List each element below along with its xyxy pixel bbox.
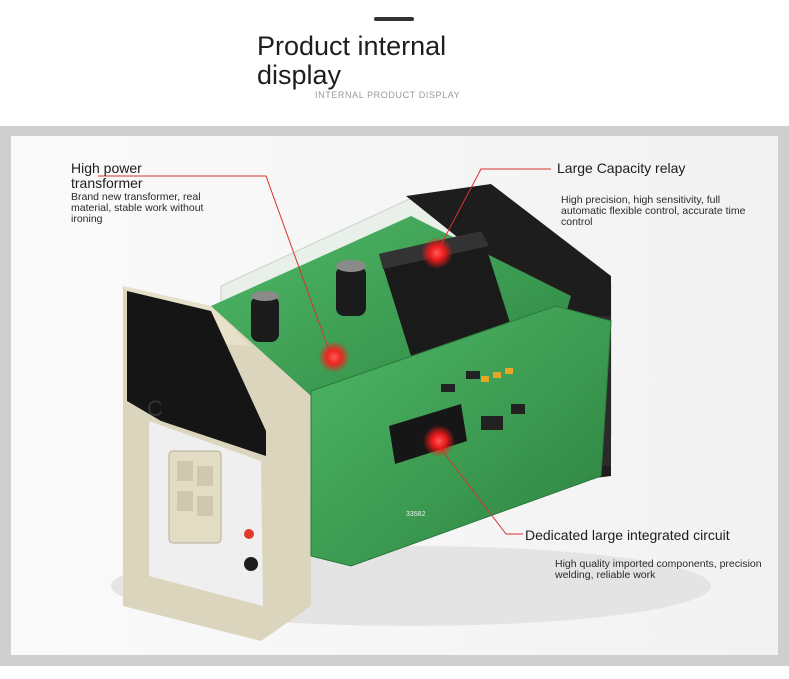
transformer-callout-title: High power transformer — [71, 160, 143, 191]
ic-callout-line — [435, 441, 523, 535]
ic-callout-desc: High quality imported components, precis… — [555, 558, 762, 581]
transformer-callout-desc: Brand new transformer, real material, st… — [71, 191, 204, 225]
transformer-callout-line — [98, 175, 332, 357]
dial-letter: C — [147, 396, 163, 421]
ic-callout-title: Dedicated large integrated circuit — [525, 527, 730, 543]
ic-marker — [423, 425, 455, 457]
relay-callout-title: Large Capacity relay — [557, 160, 686, 176]
front-housing: C — [123, 286, 311, 641]
board-code: 33582 — [406, 511, 426, 518]
page-title: Product internal display — [257, 31, 447, 90]
relay-callout-line — [435, 168, 551, 255]
capacitors — [251, 260, 366, 342]
relay-marker — [421, 237, 453, 269]
callout-lines — [98, 168, 551, 535]
page-subtitle: INTERNAL PRODUCT DISPLAY — [315, 90, 461, 100]
relay-callout-desc: High precision, high sensitivity, full a… — [561, 194, 746, 228]
header-decor-bar — [374, 17, 414, 21]
transformer-marker — [318, 341, 350, 373]
smd-components — [441, 368, 525, 430]
product-photo: C 33582 — [11, 136, 778, 655]
product-illustration: C 33582 — [11, 136, 778, 655]
display-window — [127, 291, 266, 456]
